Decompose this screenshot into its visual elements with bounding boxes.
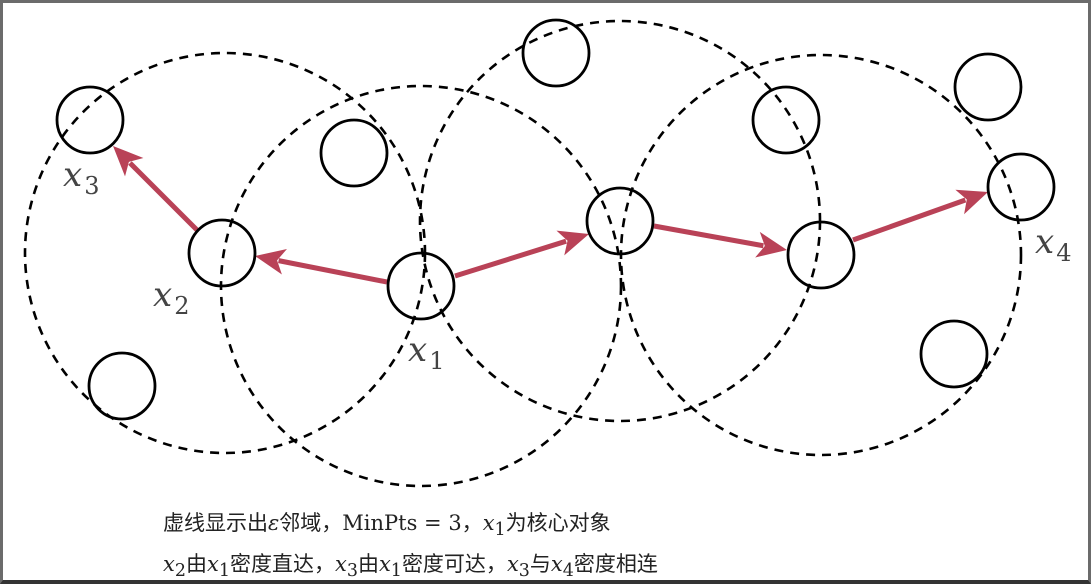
math-subscript: 4 [562, 561, 574, 582]
arrow-head-icon [955, 189, 988, 215]
arrow-head-icon [113, 146, 144, 177]
point-bot-b [919, 319, 989, 389]
math-x: x [482, 511, 495, 535]
epsilon-symbol: ε [268, 511, 280, 535]
caption-text: 由 [357, 552, 379, 577]
point-bot-a [87, 351, 157, 421]
caption: 虚线显示出ε邻域，MinPts = 3，x1为核心对象 x2由x1密度直达，x3… [163, 506, 658, 582]
point-x1 [386, 251, 456, 321]
caption-text: 为核心对象 [505, 511, 611, 535]
point-top-a [319, 118, 389, 188]
point-x4 [986, 152, 1056, 222]
math-subscript: 1 [494, 520, 506, 541]
arrow-shaft [852, 197, 967, 243]
arrow-head-icon [755, 231, 787, 258]
point-top-d [953, 52, 1023, 122]
math-subscript: 2 [174, 561, 186, 582]
arrow-shaft [653, 223, 764, 249]
point-p4 [786, 220, 856, 290]
label-x3: x3 [63, 155, 99, 200]
label-x4: x4 [1035, 222, 1071, 267]
math-x: x [334, 552, 347, 577]
math-x: x [378, 552, 391, 577]
point-x2 [187, 218, 257, 288]
density-arrows [113, 146, 988, 285]
math-x: x [163, 552, 175, 577]
epsilon-neighborhood-eps-p3 [418, 19, 822, 423]
arrow-shaft [128, 161, 200, 233]
math-subscript: 3 [346, 561, 358, 582]
math-subscript: 1 [218, 561, 230, 582]
arrow-shaft [278, 258, 388, 285]
math-x: x [550, 552, 563, 577]
caption-text: 密度相连 [573, 552, 658, 577]
math-subscript: 3 [518, 561, 530, 582]
arrow-shaft [454, 238, 567, 279]
diagram-canvas: x3 x2 x1 x4 [23, 18, 1071, 488]
caption-text: 密度直达， [229, 552, 335, 577]
math-subscript: 1 [390, 561, 402, 582]
label-x2: x2 [153, 275, 189, 320]
caption-text: 邻域， [279, 511, 343, 535]
epsilon-neighborhood-eps-p4 [619, 53, 1023, 457]
arrow-head-icon [556, 230, 589, 256]
caption-text: 由 [185, 552, 207, 577]
point-top-c [751, 85, 821, 155]
minpts-value: MinPts = 3， [342, 511, 483, 535]
data-points [55, 18, 1056, 421]
point-p3 [585, 186, 655, 256]
caption-text: 与 [529, 552, 551, 577]
point-labels: x3 x2 x1 x4 [63, 155, 1071, 375]
caption-text: 虚线显示出 [163, 511, 268, 535]
point-top-b [521, 18, 591, 88]
math-x: x [206, 552, 219, 577]
caption-line-2: x2由x1密度直达，x3由x1密度可达，x3与x4密度相连 [163, 547, 658, 582]
arrow-head-icon [255, 249, 287, 275]
caption-text: 密度可达， [401, 552, 507, 577]
math-x: x [506, 552, 519, 577]
label-x1: x1 [408, 330, 444, 375]
caption-line-1: 虚线显示出ε邻域，MinPts = 3，x1为核心对象 [163, 506, 658, 547]
point-x3 [55, 85, 125, 155]
